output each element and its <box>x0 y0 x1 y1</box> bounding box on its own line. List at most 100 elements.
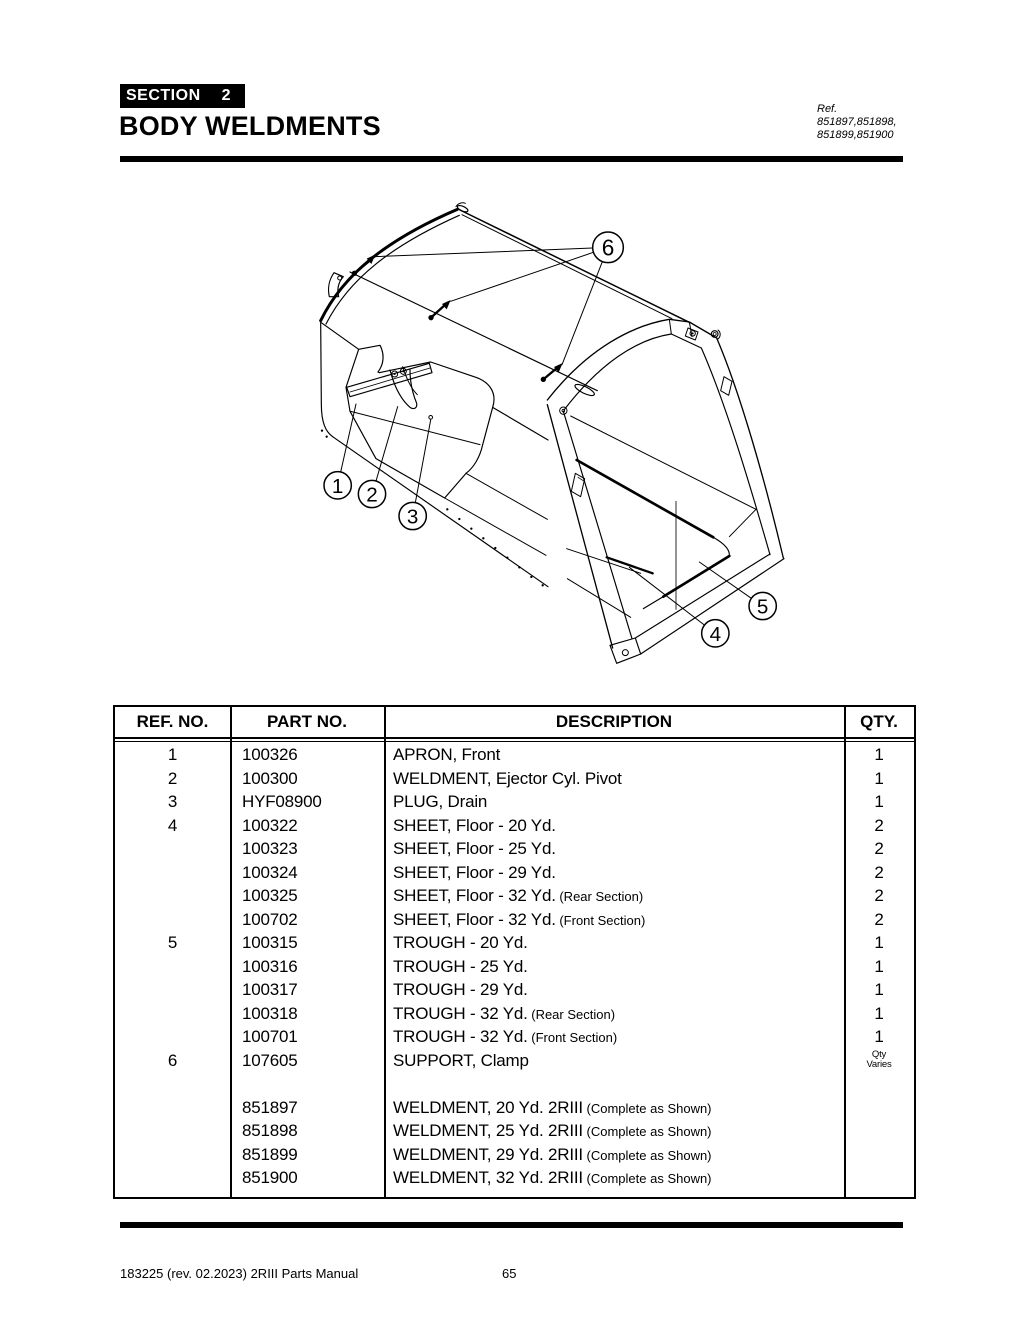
callout-2-label: 2 <box>366 483 378 506</box>
cell-part-no: 107605 <box>242 1050 298 1070</box>
cell-part-no: HYF08900 <box>242 792 322 811</box>
cell-part-no: 851900 <box>242 1168 298 1187</box>
callout-3 <box>398 501 428 531</box>
cell-ref-no <box>115 1072 230 1096</box>
cell-ref-no: 4 <box>167 815 178 835</box>
cell-ref-no <box>115 978 230 1002</box>
cell-qty: 2 <box>874 815 884 835</box>
cell-qty: 1 <box>874 792 884 811</box>
cell-ref-no <box>115 884 230 909</box>
cell-part-no: 100315 <box>242 933 298 952</box>
cell-description: TROUGH - 20 Yd. <box>393 933 528 952</box>
cell-qty <box>844 1119 914 1144</box>
cell-part-no: 100326 <box>242 745 298 764</box>
cell-description: TROUGH - 29 Yd. <box>393 980 528 999</box>
cell-qty <box>844 1143 914 1168</box>
table-row: 100318 TROUGH - 32 Yd. (Rear Section) 1 <box>115 1002 914 1026</box>
cell-qty: 1 <box>874 933 884 952</box>
cell-ref-no <box>115 1002 230 1027</box>
parts-diagram: 1 2 3 4 5 6 <box>300 190 800 670</box>
cell-ref-no: 6 <box>167 1050 178 1070</box>
cell-description: SHEET, Floor - 20 Yd. <box>393 815 556 835</box>
callout-5-label: 5 <box>757 595 769 618</box>
header-separator-line <box>115 741 914 742</box>
cell-part-no: 100323 <box>242 839 298 858</box>
cell-ref-no <box>115 955 230 979</box>
cell-part-no: 100702 <box>242 909 298 929</box>
cell-ref-no: 2 <box>167 768 178 788</box>
callout-6-label: 6 <box>602 234 615 260</box>
cell-description: WELDMENT, 32 Yd. 2RIII (Complete as Show… <box>393 1168 712 1187</box>
column-header-qty: QTY. <box>860 712 898 731</box>
callout-6 <box>591 231 625 264</box>
section-number: 2 <box>221 87 231 104</box>
table-row: 851900 WELDMENT, 32 Yd. 2RIII (Complete a… <box>115 1166 914 1190</box>
cell-description <box>384 1072 844 1096</box>
callout-4-label: 4 <box>710 623 722 646</box>
cell-part-no: 100316 <box>242 956 298 976</box>
cell-description-note: (Front Section) <box>555 912 646 928</box>
cell-qty: 1 <box>874 1003 884 1023</box>
cell-part-no: 100318 <box>242 1003 298 1023</box>
cell-description-note: (Front Section) <box>527 1030 618 1045</box>
page-title: BODY WELDMENTS <box>119 111 381 141</box>
cell-ref-no <box>115 837 230 861</box>
cell-qty: 1 <box>874 956 884 976</box>
cell-description: SUPPORT, Clamp <box>393 1050 529 1070</box>
cell-qty: 2 <box>874 886 884 905</box>
rivet-dots <box>320 429 544 587</box>
column-header-part-no: PART NO. <box>267 712 347 731</box>
cell-description: PLUG, Drain <box>393 792 488 811</box>
cell-ref-no: 5 <box>167 933 178 952</box>
header-separator-line <box>115 737 914 739</box>
cell-description: SHEET, Floor - 29 Yd. <box>393 862 556 882</box>
cell-part-no: 100317 <box>242 980 298 999</box>
cell-description: WELDMENT, 25 Yd. 2RIII (Complete as Show… <box>393 1121 712 1140</box>
table-header-row: REF. NO. PART NO. DESCRIPTION QTY. <box>115 707 914 737</box>
cell-ref-no <box>115 1166 230 1191</box>
cell-description: WELDMENT, 20 Yd. 2RIII (Complete as Show… <box>393 1097 712 1117</box>
table-row: 3 HYF08900 PLUG, Drain 1 <box>115 790 914 814</box>
footer-doc-id: 183225 (rev. 02.2023) 2RIII Parts Manual <box>120 1266 359 1281</box>
table-row <box>115 1072 914 1096</box>
cell-description: SHEET, Floor - 32 Yd. (Rear Section) <box>393 886 644 905</box>
cell-description: SHEET, Floor - 25 Yd. <box>393 839 556 858</box>
cell-description: TROUGH - 32 Yd. (Rear Section) <box>393 1003 616 1023</box>
column-header-ref-no: REF. NO. <box>136 712 209 731</box>
cell-description: SHEET, Floor - 32 Yd. (Front Section) <box>393 909 646 929</box>
cell-qty <box>844 1096 914 1121</box>
table-grid-line <box>384 707 386 1197</box>
cell-description: TROUGH - 25 Yd. <box>393 956 528 976</box>
cell-qty <box>844 1072 914 1096</box>
section-word: SECTION <box>126 87 201 104</box>
cell-ref-no <box>115 1096 230 1121</box>
cell-part-no: 100324 <box>242 862 298 882</box>
ref-note: Ref. 851897,851898, 851899,851900 <box>817 103 897 141</box>
column-header-description: DESCRIPTION <box>555 712 673 731</box>
table-grid-line <box>230 707 232 1197</box>
cell-description-note: (Complete as Shown) <box>582 1100 712 1116</box>
cell-ref-no <box>115 1119 230 1144</box>
footer-rule <box>120 1222 903 1228</box>
callout-1-label: 1 <box>332 475 344 498</box>
cell-ref-no: 3 <box>167 792 178 811</box>
ref-numbers-line2: 851899,851900 <box>817 128 894 141</box>
cell-qty: 2 <box>874 839 884 858</box>
cell-ref-no <box>115 908 230 933</box>
footer-page-number: 65 <box>502 1266 517 1281</box>
table-row: 100316 TROUGH - 25 Yd. 1 <box>115 955 914 979</box>
callout-leaders <box>340 247 752 626</box>
callout-1 <box>323 470 353 500</box>
cell-part-no: 100300 <box>242 768 298 788</box>
cell-qty: 2 <box>874 862 884 882</box>
body-weldment-drawing: 1 2 3 4 5 6 <box>319 202 785 664</box>
cell-description-note: (Complete as Shown) <box>582 1171 712 1186</box>
